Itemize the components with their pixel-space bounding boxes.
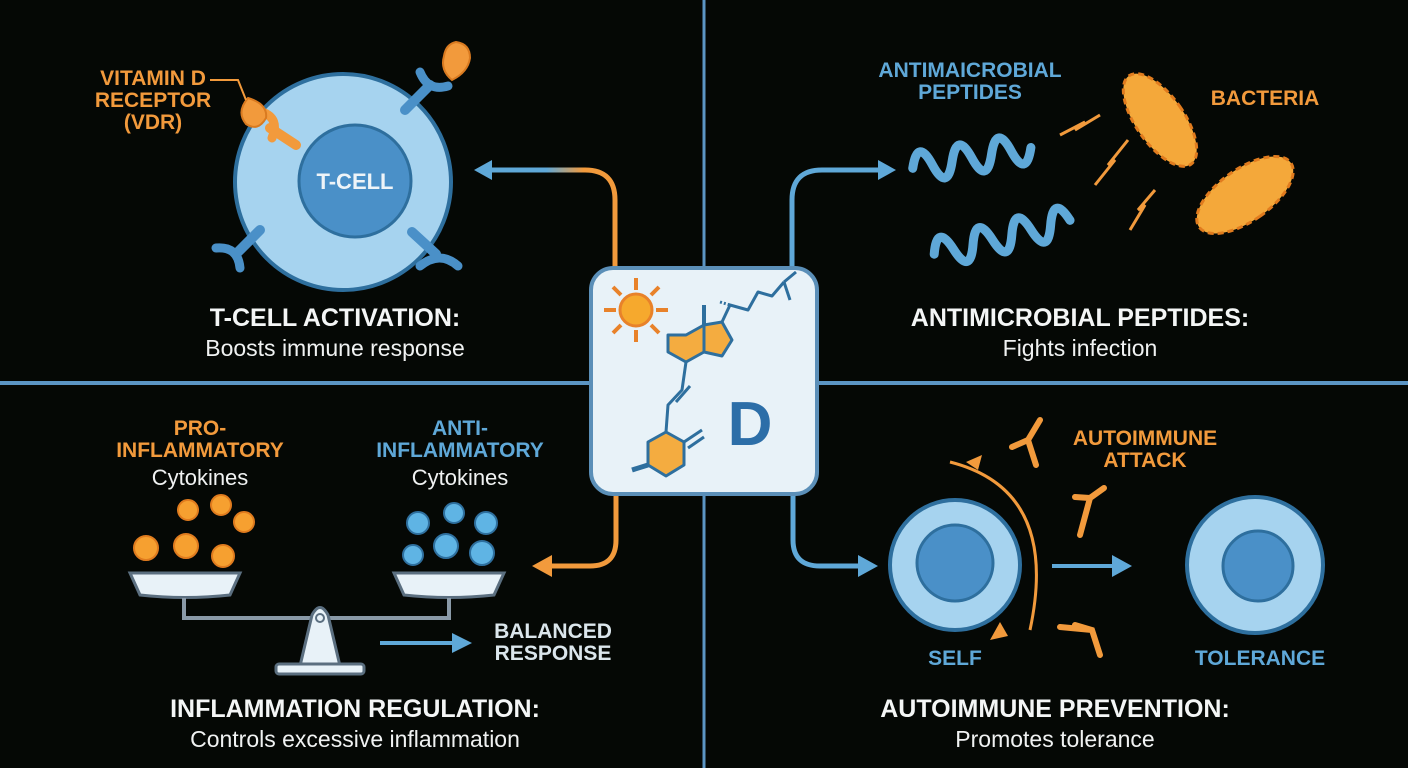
t-cell-subtitle: Boosts immune response [205, 335, 465, 361]
peptide-helix-icon [929, 203, 1075, 267]
connector-arrows [474, 160, 896, 577]
pro-inflammatory-label: PRO- INFLAMMATORY [100, 417, 300, 463]
pro-label-line: INFLAMMATORY [116, 439, 284, 463]
inflammation-subtitle: Controls excessive inflammation [190, 726, 520, 752]
lightning-icon [1059, 113, 1157, 231]
t-cell-title: T-CELL ACTIVATION: [209, 304, 461, 332]
autoimmune-illustration [888, 417, 1325, 658]
bacteria-icon [1121, 72, 1295, 236]
balance-scale-illustration [127, 494, 507, 676]
self-label: SELF [928, 647, 982, 670]
attack-label-line: ATTACK [1103, 449, 1187, 473]
vitamin-d-center-box [589, 266, 819, 496]
peptides-label-line: PEPTIDES [918, 81, 1022, 105]
autoimmune-subtitle: Promotes tolerance [955, 726, 1155, 752]
vitamin-d-ligand-icon [240, 96, 268, 128]
anti-cytokines [402, 502, 498, 566]
balanced-label-line: BALANCED [494, 620, 612, 643]
pro-cytokines [133, 494, 255, 568]
antibody-icon [1009, 417, 1107, 658]
t-cell-illustration [210, 40, 472, 292]
vdr-label-line: RECEPTOR [94, 89, 212, 113]
vitamin-d-molecule-icon [631, 270, 797, 478]
vitamin-d-letter: D [727, 390, 773, 459]
vdr-label: VITAMIN D RECEPTOR (VDR) [78, 67, 228, 135]
peptides-label-line: ANTIMAICROBIAL [878, 59, 1062, 82]
anti-inflammatory-label: ANTI- INFLAMMATORY [350, 417, 570, 463]
pro-cytokines-label: Cytokines [151, 465, 249, 490]
pro-label-line: PRO- [173, 417, 227, 440]
vdr-label-line: VITAMIN D [100, 67, 206, 90]
peptides-label: ANTIMAICROBIAL PEPTIDES [850, 59, 1090, 105]
inflammation-title: INFLAMMATION REGULATION: [170, 695, 540, 723]
antimicrobial-illustration [908, 72, 1295, 267]
anti-label-line: ANTI- [432, 417, 488, 440]
sun-icon [604, 278, 668, 342]
vdr-label-line: (VDR) [123, 111, 183, 135]
tolerance-label: TOLERANCE [1194, 647, 1326, 670]
balanced-label-line: RESPONSE [494, 642, 612, 666]
antimicrobial-title: ANTIMICROBIAL PEPTIDES: [910, 304, 1250, 332]
antimicrobial-subtitle: Fights infection [1002, 335, 1158, 361]
attack-label-line: AUTOIMMUNE [1072, 427, 1218, 450]
bacteria-label: BACTERIA [1210, 87, 1320, 110]
autoimmune-title: AUTOIMMUNE PREVENTION: [880, 695, 1230, 723]
t-cell-label: T-CELL [316, 169, 394, 194]
autoimmune-attack-label: AUTOIMMUNE ATTACK [1060, 427, 1230, 473]
anti-label-line: INFLAMMATORY [376, 439, 544, 463]
anti-cytokines-label: Cytokines [411, 465, 509, 490]
balanced-response-label: BALANCED RESPONSE [478, 620, 628, 666]
peptide-helix-icon [908, 133, 1036, 183]
